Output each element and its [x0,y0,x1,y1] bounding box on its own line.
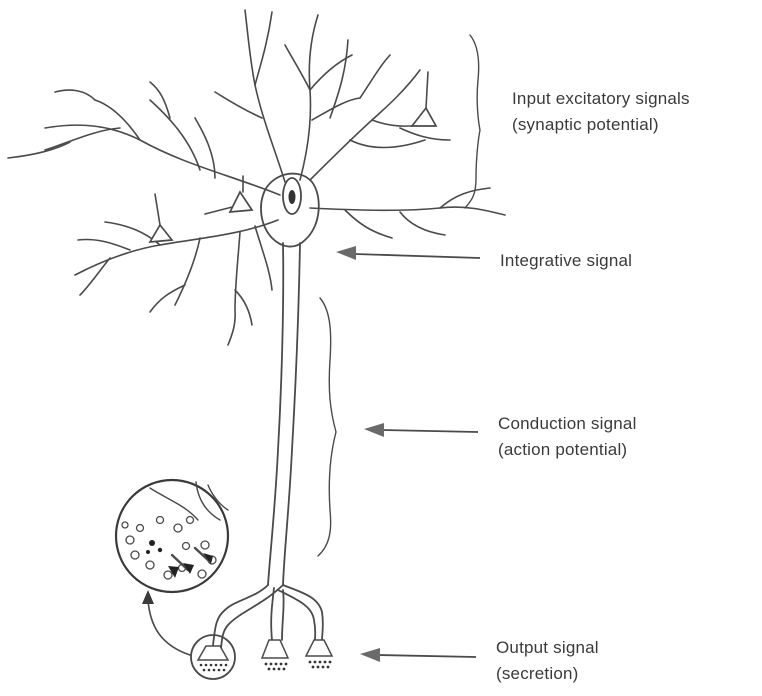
label-conduction: Conduction signal (action potential) [498,414,637,459]
axon-terminals [262,640,332,670]
soma [261,174,319,247]
input-synapses [150,72,436,242]
integrative-arrow [336,246,480,260]
label-input: Input excitatory signals (synaptic poten… [512,89,690,134]
output-label-line1: Output signal [496,638,599,657]
dendrite-tree [8,10,505,345]
conduction-label-line2: (action potential) [498,440,627,459]
input-label-line2: (synaptic potential) [512,115,659,134]
synapse-inset [116,480,228,592]
label-integrative: Integrative signal [500,251,632,270]
input-brace [465,35,480,208]
conduction-label-line1: Conduction signal [498,414,637,433]
magnify-arrow [142,590,190,655]
conduction-brace [318,298,336,556]
integrative-label: Integrative signal [500,251,632,270]
label-output: Output signal (secretion) [496,638,599,683]
nucleolus [289,190,296,204]
axon [213,243,323,648]
output-arrow [360,648,476,662]
input-label-line1: Input excitatory signals [512,89,690,108]
output-label-line2: (secretion) [496,664,579,683]
conduction-arrow [364,423,478,437]
